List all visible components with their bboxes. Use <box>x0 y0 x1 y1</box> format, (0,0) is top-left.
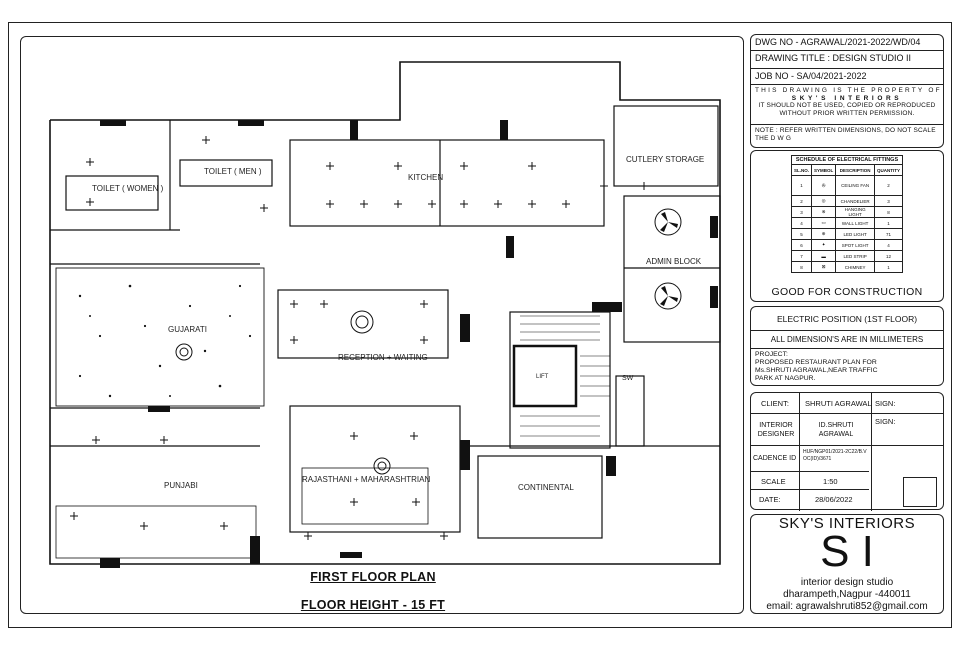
schedule-no: 4 <box>790 217 813 229</box>
schedule-desc: CHANDELIER <box>835 195 875 207</box>
plan-title: FIRST FLOOR PLAN <box>310 570 436 584</box>
firm-name: SKY'S INTERIORS <box>778 515 916 532</box>
schedule-no: 5 <box>790 228 813 240</box>
project-text: PROPOSED RESTAURANT PLAN FOR Ms.SHRUTI A… <box>755 359 878 382</box>
date-label: DATE: <box>759 495 781 504</box>
led-strip-icon: ▬ <box>811 250 837 262</box>
designer-value: ID.SHRUTI AGRAWAL <box>818 422 854 438</box>
room-label-admin: ADMIN BLOCK <box>646 257 702 266</box>
chimney-icon: ⊠ <box>811 261 837 273</box>
client-sign-label: SIGN: <box>875 399 896 408</box>
schedule-no: 7 <box>790 250 813 262</box>
hanging-light-icon: ⊗ <box>811 206 837 218</box>
schedule-no: 2 <box>790 195 813 207</box>
schedule-table: SL.NO. SYMBOL DESCRIPTION QUANTITY 1✇CEI… <box>790 164 903 273</box>
room-label-cutlery: CUTLERY STORAGE <box>626 155 704 164</box>
firm-box: SKY'S INTERIORS S I interior design stud… <box>750 514 944 614</box>
schedule-qty: 4 <box>874 239 903 251</box>
schedule-desc: CHIMNEY <box>835 261 875 273</box>
client-details-box: CLIENT: SHRUTI AGRAWAL SIGN: INTERIOR DE… <box>750 392 944 511</box>
wall-light-icon: ▭ <box>811 217 837 229</box>
ceiling-fan-icon: ✇ <box>811 175 837 196</box>
date-value: 28/06/2022 <box>815 495 853 504</box>
schedule-header-qty: QUANTITY <box>874 164 903 176</box>
property-notice: THIS DRAWING IS THE PROPERTY OF SKY'S IN… <box>751 85 943 125</box>
dwg-no: DWG NO - AGRAWAL/2021-2022/WD/04 <box>751 35 943 51</box>
schedule-desc: LED LIGHT <box>835 228 875 240</box>
seal-box <box>903 477 937 507</box>
schedule-qty: 2 <box>874 175 903 196</box>
designer-label: INTERIOR DESIGNER <box>757 422 795 438</box>
schedule-header-no: SL.NO. <box>790 164 813 176</box>
spot-light-icon: ✦ <box>811 239 837 251</box>
schedule-qty: 1 <box>874 217 903 229</box>
room-label-reception: RECEPTION + WAITING <box>338 353 428 362</box>
electric-position-label: ELECTRIC POSITION (1ST FLOOR) <box>751 307 943 331</box>
scale-label: SCALE <box>761 477 786 486</box>
firm-email: email: agrawalshruti852@gmail.com <box>766 601 928 612</box>
floor-plan-frame <box>20 36 744 614</box>
good-for-construction-stamp: GOOD FOR CONSTRUCTION <box>771 286 923 298</box>
dimensions-note: ALL DIMENSION'S ARE IN MILLIMETERS <box>751 331 943 349</box>
schedule-no: 1 <box>790 175 813 196</box>
client-value: SHRUTI AGRAWAL <box>805 399 872 408</box>
room-label-gujarati: GUJARATI <box>168 325 207 334</box>
cadence-value: HUF/NGP01/2021-2C22/B.VOC(ID)/3671 <box>803 449 867 462</box>
schedule-header-symbol: SYMBOL <box>811 164 837 176</box>
schedule-qty: 8 <box>874 206 903 218</box>
schedule-qty: 3 <box>874 195 903 207</box>
property-notice-line2: SKY'S INTERIORS <box>791 94 903 102</box>
firm-logo: S I <box>820 527 874 576</box>
floor-height-label: FLOOR HEIGHT - 15 FT <box>300 598 446 612</box>
room-label-toilet-men: TOILET ( MEN ) <box>204 167 262 176</box>
designer-sign-label: SIGN: <box>875 417 896 426</box>
schedule-desc: CEILING FAN <box>835 175 875 196</box>
drawing-sheet-border <box>8 22 952 628</box>
room-label-sw: SW <box>622 375 634 382</box>
schedule-qty: 1 <box>874 261 903 273</box>
schedule-desc: HANGING LIGHT <box>835 206 875 218</box>
scale-note: NOTE : REFER WRITTEN DIMENSIONS, DO NOT … <box>755 127 936 142</box>
electric-position-box: ELECTRIC POSITION (1ST FLOOR) ALL DIMENS… <box>750 306 944 386</box>
cadence-label: CADENCE ID <box>753 455 797 462</box>
led-light-icon: ⊕ <box>811 228 837 240</box>
property-notice-line3: IT SHOULD NOT BE USED, COPIED OR REPRODU… <box>758 102 936 117</box>
schedule-no: 6 <box>790 239 813 251</box>
electrical-schedule-box: SCHEDULE OF ELECTRICAL FITTINGS SL.NO. S… <box>750 150 944 302</box>
schedule-no: 8 <box>790 261 813 273</box>
job-no: JOB NO - SA/04/2021-2022 <box>751 69 943 85</box>
schedule-qty: 12 <box>874 250 903 262</box>
room-label-toilet-women: TOILET ( WOMEN ) <box>92 184 164 193</box>
drawing-title: DRAWING TITLE : DESIGN STUDIO II <box>751 51 943 69</box>
project-block: PROJECT: PROPOSED RESTAURANT PLAN FOR Ms… <box>751 349 943 385</box>
room-label-rajasthani: RAJASTHANI + MAHARASHTRIAN <box>302 475 430 484</box>
client-label: CLIENT: <box>761 399 789 408</box>
schedule-title: SCHEDULE OF ELECTRICAL FITTINGS <box>791 155 903 164</box>
firm-tagline: interior design studio <box>800 577 894 588</box>
room-label-lift: LIFT <box>536 374 549 380</box>
schedule-desc: WALL LIGHT <box>835 217 875 229</box>
room-label-continental: CONTINENTAL <box>518 483 574 492</box>
room-label-punjabi: PUNJABI <box>164 481 198 490</box>
schedule-qty: 71 <box>874 228 903 240</box>
room-label-kitchen: KITCHEN <box>408 173 443 182</box>
scale-value: 1:50 <box>823 477 838 486</box>
project-label: PROJECT: <box>755 351 788 358</box>
firm-address: dharampeth,Nagpur -440011 <box>783 589 911 600</box>
schedule-header-desc: DESCRIPTION <box>835 164 875 176</box>
title-block-header: DWG NO - AGRAWAL/2021-2022/WD/04 DRAWING… <box>750 34 944 148</box>
floor-plan-drawing: TOILET ( WOMEN ) TOILET ( MEN ) KITCHEN … <box>49 61 721 568</box>
schedule-desc: SPOT LIGHT <box>835 239 875 251</box>
schedule-desc: LED STRIP <box>835 250 875 262</box>
chandelier-icon: ◎ <box>811 195 837 207</box>
property-notice-line1: THIS DRAWING IS THE PROPERTY OF <box>755 87 942 94</box>
schedule-no: 3 <box>790 206 813 218</box>
